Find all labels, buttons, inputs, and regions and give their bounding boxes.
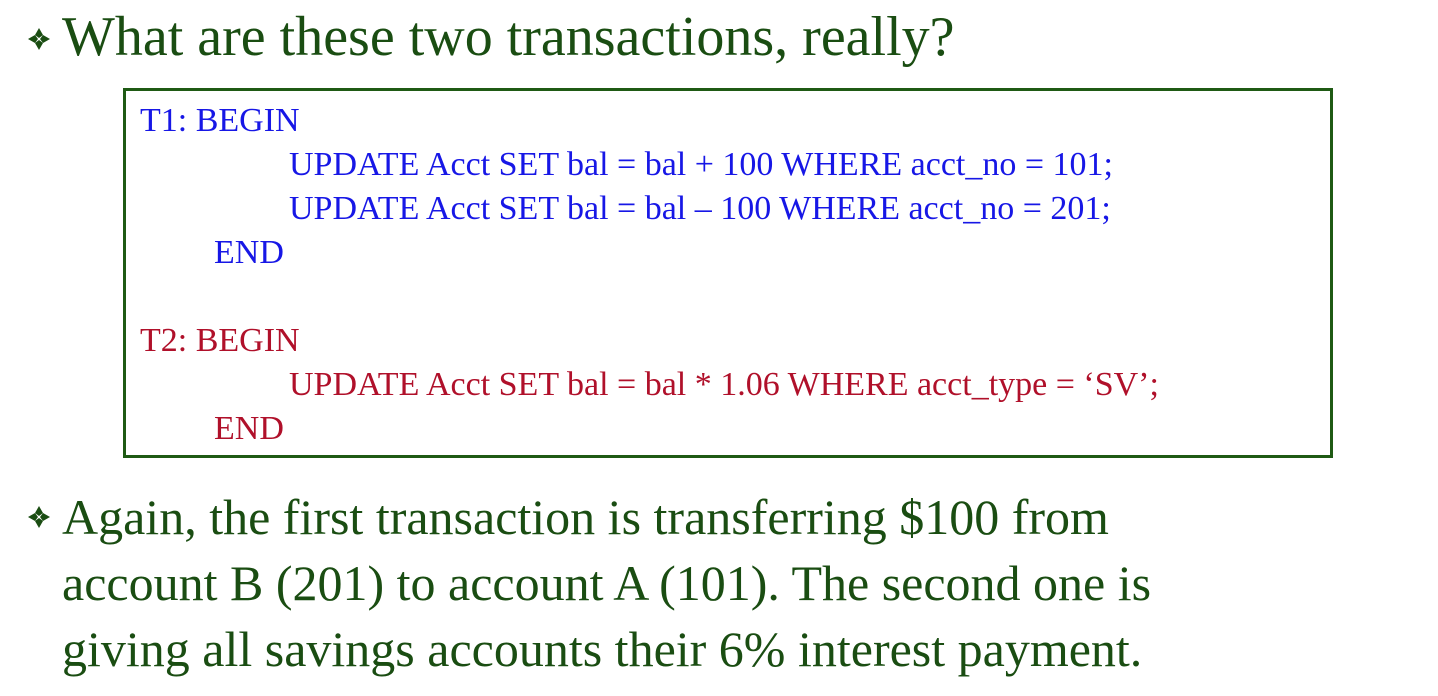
slide-heading: What are these two transactions, really? (62, 6, 955, 68)
explanation-paragraph: Again, the first transaction is transfer… (62, 484, 1151, 682)
t2-statement-1: UPDATE Acct SET bal = bal * 1.06 WHERE a… (289, 366, 1159, 403)
diamond-bullet-icon (26, 504, 52, 530)
explanation-line-2: account B (201) to account A (101). The … (62, 555, 1152, 611)
t1-end: END (214, 234, 284, 271)
t2-begin: T2: BEGIN (140, 322, 300, 359)
t1-begin: T1: BEGIN (140, 102, 300, 139)
explanation-line-3: giving all savings accounts their 6% int… (62, 621, 1143, 677)
explanation-line-1: Again, the first transaction is transfer… (62, 489, 1109, 545)
sql-code-box: T1: BEGIN UPDATE Acct SET bal = bal + 10… (123, 88, 1333, 458)
t2-end: END (214, 410, 284, 447)
t1-statement-1: UPDATE Acct SET bal = bal + 100 WHERE ac… (289, 146, 1113, 183)
diamond-bullet-icon (26, 26, 52, 52)
t1-statement-2: UPDATE Acct SET bal = bal – 100 WHERE ac… (289, 190, 1111, 227)
